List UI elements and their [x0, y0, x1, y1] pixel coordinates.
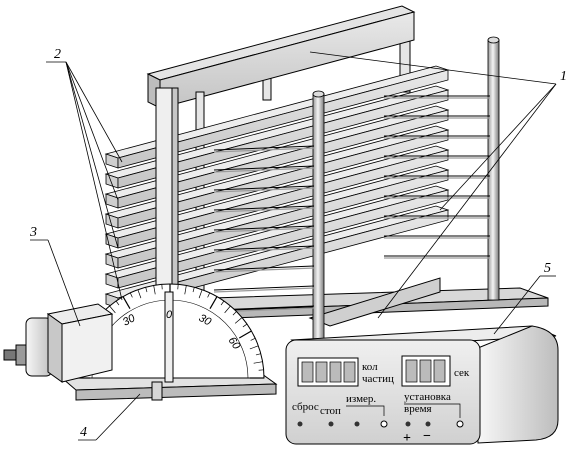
callout-3: 3: [29, 225, 37, 240]
time-unit-label: сек: [454, 367, 470, 379]
plate: [104, 165, 450, 269]
front-rod-pin: [213, 285, 315, 291]
plate-pins: [213, 95, 490, 313]
callout-2: 2: [54, 47, 61, 62]
plate-side: [117, 149, 449, 249]
front-rod-pin: [213, 165, 315, 171]
plate-side: [117, 69, 449, 169]
front-rod-pin-shadow: [213, 287, 315, 293]
protractor-tick: [137, 289, 142, 299]
protractor-tick: [115, 300, 120, 306]
protractor-tick: [250, 337, 256, 341]
protractor-tick: [238, 330, 252, 339]
front-rod-pin: [213, 245, 315, 251]
protractor-tick: [153, 285, 156, 295]
plate: [104, 125, 450, 229]
protractor-tick: [242, 323, 248, 328]
plate-side: [117, 169, 449, 269]
protractor-tick: [224, 305, 231, 314]
plate-side: [117, 129, 449, 229]
protractor-tick: [122, 296, 131, 310]
setting-label-line1: установка: [404, 391, 451, 403]
front-rod-pin-shadow: [213, 227, 315, 233]
leader-lines: [30, 51, 557, 441]
protractor-tick: [184, 285, 187, 295]
source-housing: [3, 303, 114, 383]
front-rod-pin: [213, 205, 315, 211]
counter-front-panel: [285, 339, 481, 445]
counter-box: кол частиц сек сброс стоп измер. установ…: [285, 325, 559, 446]
protractor-tick: [209, 296, 218, 310]
minus-label: −: [423, 429, 431, 444]
protractor-tick: [129, 292, 133, 298]
protractor-tick: [234, 317, 243, 324]
plus-label: +: [403, 431, 411, 446]
counter-label-line1: кол: [362, 361, 378, 373]
protractor-tick: [192, 287, 195, 293]
plate: [104, 105, 450, 209]
measure-indicator: [380, 420, 388, 428]
protractor-tick: [220, 300, 225, 306]
time-plus-button[interactable]: [405, 421, 411, 427]
front-rod-pin-shadow: [213, 147, 315, 153]
callout-5: 5: [544, 261, 551, 276]
measure-button[interactable]: [354, 421, 360, 427]
protractor-tick: [232, 311, 237, 316]
front-rod-pin: [213, 225, 315, 231]
plate: [104, 65, 450, 169]
front-rod-pin: [213, 145, 315, 151]
protractor: 60 30 0 30 60: [60, 283, 278, 401]
front-rod-pin-shadow: [213, 247, 315, 253]
plate-side: [117, 109, 449, 209]
plate: [104, 145, 450, 249]
front-rod-pin-shadow: [213, 207, 315, 213]
protractor-tick: [253, 361, 263, 364]
particle-count-display: [297, 357, 359, 387]
protractor-tick: [255, 353, 261, 356]
measure-label: измер.: [346, 393, 376, 405]
reset-label: сброс: [292, 401, 319, 413]
base-frame: [149, 277, 549, 327]
plate: [104, 205, 450, 309]
front-rod: [312, 90, 325, 353]
callout-1: 1: [560, 69, 567, 84]
scale-label-zero: 0: [166, 309, 173, 321]
front-rod-pin-shadow: [213, 187, 315, 193]
stop-button[interactable]: [328, 421, 334, 427]
front-rod-pin-shadow: [213, 267, 315, 273]
time-display: [401, 355, 451, 387]
front-rod-pin-shadow: [213, 167, 315, 173]
plate-side: [117, 89, 449, 189]
protractor-tick: [109, 305, 116, 314]
protractor-tick: [198, 289, 203, 299]
protractor-tick: [249, 345, 259, 350]
protractor-tick: [207, 292, 211, 298]
setting-indicator: [456, 420, 464, 428]
plate-stack: [104, 65, 450, 309]
front-rod-pin: [213, 185, 315, 191]
rear-rod: [487, 36, 500, 301]
protractor-tick: [145, 287, 148, 293]
stop-label: стоп: [320, 405, 341, 417]
counter-label-line2: частиц: [362, 373, 394, 385]
callout-4: 4: [80, 425, 87, 440]
plate: [104, 85, 450, 189]
reset-button[interactable]: [297, 421, 303, 427]
front-rod-pin: [213, 265, 315, 271]
setting-label-line2: время: [404, 403, 432, 415]
time-minus-button[interactable]: [425, 421, 431, 427]
